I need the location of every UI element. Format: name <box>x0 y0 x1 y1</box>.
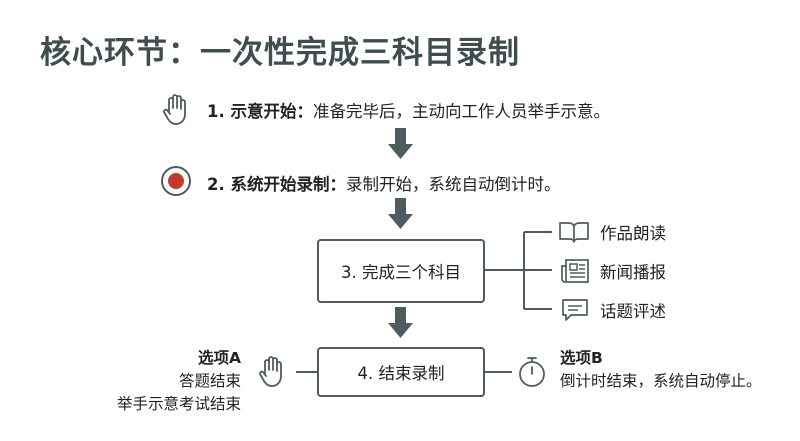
stopwatch-icon <box>519 357 545 387</box>
step-4-label: 4. 结束录制 <box>357 364 445 383</box>
speech-bubble-icon <box>562 299 588 321</box>
step-1-label: 1. 示意开始： <box>207 102 313 121</box>
step-1-desc: 准备完毕后，主动向工作人员举手示意。 <box>313 102 610 121</box>
step-2-label: 2. 系统开始录制： <box>207 175 346 194</box>
option-b-text: 选项B 倒计时结束，系统自动停止。 <box>560 347 762 393</box>
step-2-desc: 录制开始，系统自动倒计时。 <box>346 175 561 194</box>
option-a-title: 选项A <box>198 349 241 367</box>
subject-reading-label: 作品朗读 <box>600 224 666 243</box>
option-b-title: 选项B <box>560 349 603 367</box>
step-3-label: 3. 完成三个科目 <box>341 263 461 282</box>
subject-news: 新闻播报 <box>560 258 666 284</box>
hand-icon <box>163 94 186 125</box>
step-3-box: 3. 完成三个科目 <box>317 239 485 303</box>
hand-icon <box>259 356 282 387</box>
arrow-step1-to-step2 <box>388 128 413 159</box>
arrow-step2-to-step3 <box>388 198 413 229</box>
option-a-line-2: 举手示意考试结束 <box>116 395 241 413</box>
step-1: 1. 示意开始： 准备完毕后，主动向工作人员举手示意。 <box>207 98 610 122</box>
step-4-box: 4. 结束录制 <box>317 347 485 397</box>
subject-commentary: 话题评述 <box>560 297 666 323</box>
subject-commentary-label: 话题评述 <box>600 302 666 321</box>
arrow-step3-to-step4 <box>388 307 413 338</box>
book-icon <box>559 222 589 243</box>
subjects-bracket <box>484 231 552 310</box>
newspaper-icon <box>561 259 589 283</box>
option-a-text: 选项A 答题结束 举手示意考试结束 <box>117 347 241 416</box>
page-title: 核心环节：一次性完成三科目录制 <box>40 35 520 71</box>
option-a-line-1: 答题结束 <box>178 372 241 390</box>
subject-news-label: 新闻播报 <box>600 263 666 282</box>
record-icon <box>161 166 191 196</box>
subject-reading: 作品朗读 <box>558 220 666 244</box>
option-b-line-1: 倒计时结束，系统自动停止。 <box>560 372 762 390</box>
step-2: 2. 系统开始录制： 录制开始，系统自动倒计时。 <box>207 171 561 195</box>
